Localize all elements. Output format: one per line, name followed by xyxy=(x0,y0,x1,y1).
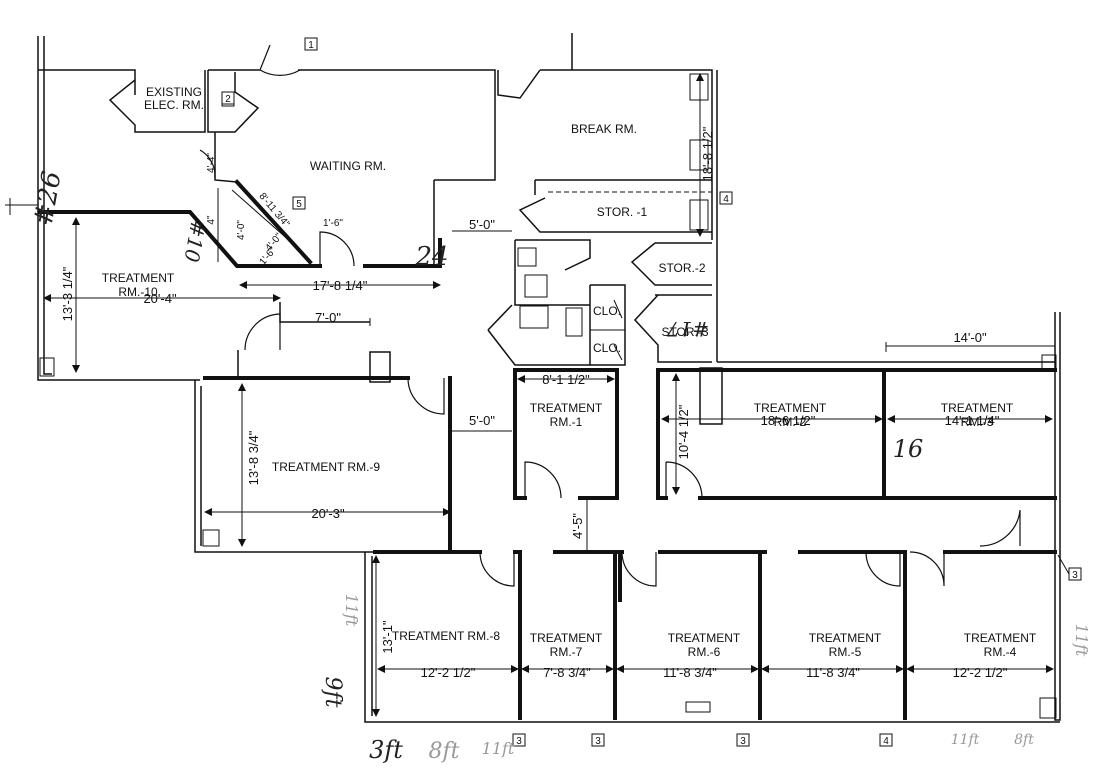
tag-3-d: 3 xyxy=(740,736,746,747)
note-11ft-left: 11ft xyxy=(342,594,361,627)
note-10: #10 xyxy=(179,218,210,264)
dim-corridor-7: 7'-0" xyxy=(315,310,341,325)
room-label-existing-elec-2: ELEC. RM. xyxy=(144,98,204,112)
door-swings xyxy=(199,44,1021,587)
dim-diag-4-0-a: 4'-0" xyxy=(236,220,247,240)
exterior-walls xyxy=(5,33,1061,723)
note-8ft: 8ft xyxy=(429,739,460,764)
dim-rm4-width: 12'-2 1/2" xyxy=(953,665,1008,680)
dim-break-height: 18'-8 1/2" xyxy=(700,126,715,181)
dim-rm8-height: 13'-1" xyxy=(380,620,395,654)
dim-rm7-width: 7'-8 3/4" xyxy=(543,665,591,680)
dim-rm8-width: 12'-2 1/2" xyxy=(421,665,476,680)
tag-4: 4 xyxy=(723,194,729,205)
room-label-treatment-6-2: RM.-6 xyxy=(688,645,721,659)
tag-5: 5 xyxy=(296,199,302,210)
room-label-treatment-5: TREATMENT xyxy=(809,631,882,645)
room-labels: EXISTING ELEC. RM. WAITING RM. BREAK RM.… xyxy=(102,85,1037,659)
keynote-tags: 1 2 3 3 3 3 4 4 5 xyxy=(221,37,1082,747)
room-label-treatment-2-2: RM.-2 xyxy=(774,415,807,429)
dim-rm5-width: 11'-8 3/4" xyxy=(806,665,860,680)
room-label-treatment-9: TREATMENT RM.-9 xyxy=(272,460,381,474)
note-17: #17 xyxy=(667,317,709,341)
room-label-treatment-10: TREATMENT xyxy=(102,271,175,285)
tag-1: 1 xyxy=(308,40,314,51)
tag-3-e: 4 xyxy=(883,736,889,747)
room-label-treatment-4: TREATMENT xyxy=(964,631,1037,645)
note-16: 16 xyxy=(893,435,924,463)
room-label-treatment-8: TREATMENT RM.-8 xyxy=(392,629,501,643)
room-label-treatment-1: TREATMENT xyxy=(530,401,603,415)
note-11ft: 11ft xyxy=(482,739,515,758)
dim-rm1-width: 8'-1 1/2" xyxy=(542,372,590,387)
room-label-treatment-7: TREATMENT xyxy=(530,631,603,645)
room-label-treatment-2: TREATMENT xyxy=(754,401,827,415)
room-label-existing-elec: EXISTING xyxy=(146,85,202,99)
note-24: 24 xyxy=(414,242,448,272)
dim-rm10-height: 13'-3 1/4" xyxy=(60,266,75,321)
room-label-treatment-4-2: RM.-4 xyxy=(984,645,1017,659)
note-8ft-br: 8ft xyxy=(1014,732,1034,748)
room-label-treatment-10-2: RM.-10 xyxy=(118,285,158,299)
room-label-treatment-3: TREATMENT xyxy=(941,401,1014,415)
note-11ft-right: 11ft xyxy=(1072,624,1091,657)
room-label-treatment-1-2: RM.-1 xyxy=(550,415,583,429)
dim-rm3-top: 14'-0" xyxy=(953,330,987,345)
dimension-lines xyxy=(43,73,1055,717)
note-11ft-br: 11ft xyxy=(951,732,980,748)
dim-diag-1-6-b: 1'-6" xyxy=(323,218,343,229)
dim-rm9-width: 20'-3" xyxy=(311,506,345,521)
room-label-clo-1: CLO. xyxy=(593,304,621,318)
dim-diag-4-a: 4'-4" xyxy=(206,153,217,173)
interior-walls xyxy=(38,179,1057,720)
dim-corridor-5-upper: 5'-0" xyxy=(469,217,495,232)
dim-diag-4-b: 4" xyxy=(206,215,217,225)
room-label-stor-3: STOR.-3 xyxy=(661,325,708,339)
tag-3-c: 3 xyxy=(595,736,601,747)
tag-3-a: 3 xyxy=(1072,570,1078,581)
tag-3-b: 3 xyxy=(516,736,522,747)
room-label-treatment-5-2: RM.-5 xyxy=(829,645,862,659)
dim-rm2-width: 18'-6 1/2" xyxy=(761,413,816,428)
room-label-waiting: WAITING RM. xyxy=(310,159,386,173)
handwritten-notes: #26 #10 24 #17 16 9ft 3ft 8ft 11ft 11ft … xyxy=(29,169,1091,764)
dim-rm10-width: 20'-4" xyxy=(143,291,177,306)
dim-rm9-height: 13'-8 3/4" xyxy=(246,430,261,485)
dim-rm6-width: 11'-8 3/4" xyxy=(663,665,717,680)
room-label-treatment-6: TREATMENT xyxy=(668,631,741,645)
room-label-treatment-7-2: RM.-7 xyxy=(550,645,583,659)
note-9ft: 9ft xyxy=(320,677,345,708)
dim-corridor-4-5: 4'-5" xyxy=(570,513,585,539)
note-26: #26 xyxy=(29,169,68,228)
dim-rm2-height: 10'-4 1/2" xyxy=(676,404,691,459)
room-label-treatment-3-2: RM.-3 xyxy=(961,415,994,429)
dim-corridor-5-lower: 5'-0" xyxy=(469,413,495,428)
room-label-stor-2: STOR.-2 xyxy=(658,261,705,275)
room-label-clo-2: CLO. xyxy=(593,341,621,355)
room-label-break: BREAK RM. xyxy=(571,122,637,136)
dim-rm3-width: 14'-1 1/4" xyxy=(945,413,1000,428)
dim-waiting-width: 17'-8 1/4" xyxy=(313,278,368,293)
tag-2: 2 xyxy=(225,94,231,105)
room-label-stor-1: STOR. -1 xyxy=(597,205,648,219)
partitions xyxy=(108,69,723,425)
note-3ft: 3ft xyxy=(369,736,403,764)
